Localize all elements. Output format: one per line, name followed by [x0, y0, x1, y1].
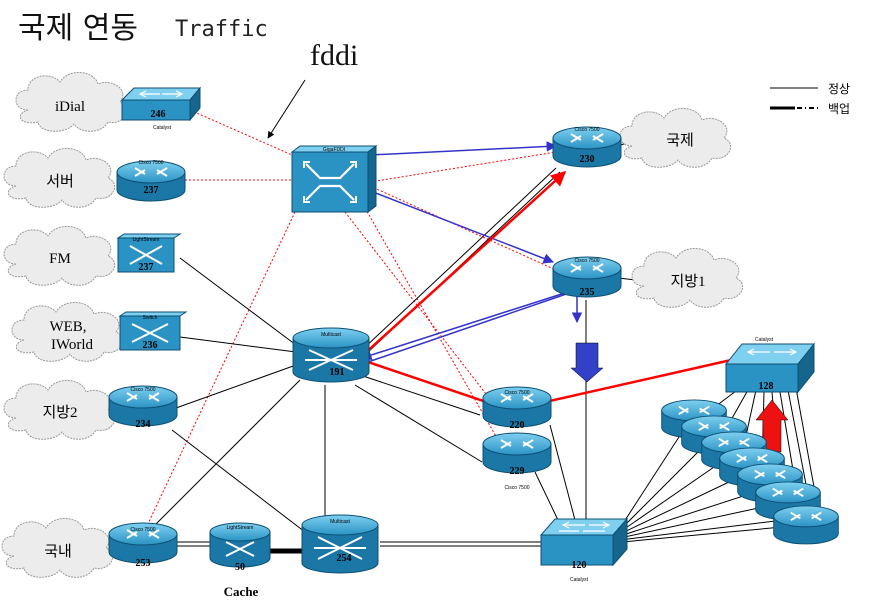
cloud-jibang2-label: 지방2 — [42, 404, 77, 421]
device-237-switch-label: 237 — [139, 262, 154, 273]
device-128-label: 128 — [759, 381, 774, 392]
blue-down-arrow — [570, 342, 604, 383]
device-237-router[interactable]: 237 Cisco 7500 — [116, 160, 186, 202]
legend-backup-label: 백업 — [828, 102, 850, 116]
device-236-tag: Switch — [143, 315, 158, 321]
device-234-label: 234 — [136, 419, 151, 430]
device-254-tag: Multicast — [330, 519, 350, 525]
fddi-switch[interactable]: GigaFDDI — [290, 145, 378, 213]
device-191-tag: Multicast — [321, 332, 341, 338]
device-50-tag: LightStream — [227, 525, 254, 531]
fddi-label: fddi — [310, 39, 358, 72]
device-253-tag: Cisco 7500 — [130, 527, 155, 533]
fddi-pointer-arrow — [267, 79, 306, 139]
device-254-label: 254 — [337, 553, 352, 564]
legend: 정상 백업 — [770, 82, 850, 116]
cloud-fm-label: FM — [49, 251, 71, 267]
device-246-label: 246 — [151, 109, 166, 120]
device-128-tag: Catalyst — [755, 337, 774, 343]
device-229[interactable]: 229 Cisco 7500 — [482, 432, 552, 491]
title-english: Traffic — [175, 17, 268, 42]
device-235-tag: Cisco 7500 — [574, 258, 599, 264]
device-50-cache[interactable]: 50 LightStream — [209, 522, 271, 573]
cloud-idial-label: iDial — [55, 99, 85, 115]
title-korean: 국제 연동 — [18, 11, 138, 46]
device-230-label: 230 — [580, 154, 595, 165]
device-220[interactable]: 220 Cisco 7500 — [482, 386, 552, 431]
device-128[interactable]: 128 Catalyst — [724, 337, 816, 394]
router-cluster[interactable] — [660, 399, 840, 545]
device-120-label: 120 — [572, 560, 587, 571]
device-253[interactable]: 253 Cisco 7500 — [108, 522, 178, 569]
device-254[interactable]: 254 Multicast — [301, 514, 379, 574]
device-230[interactable]: 230 Cisco 7500 — [552, 126, 622, 168]
cloud-iworld-label: IWorld — [51, 337, 94, 353]
device-236-label: 236 — [143, 340, 158, 351]
device-234[interactable]: 234 Cisco 7500 — [108, 385, 178, 430]
cloud-jibang1-label: 지방1 — [670, 273, 705, 290]
fddi-switch-tag: GigaFDDI — [323, 147, 345, 153]
device-191-label: 191 — [330, 367, 345, 378]
device-220-tag: Cisco 7500 — [504, 390, 529, 396]
device-253-label: 253 — [136, 558, 151, 569]
device-120[interactable]: 120 Catalyst — [539, 517, 629, 583]
device-234-tag: Cisco 7500 — [130, 387, 155, 393]
cloud-domestic-label: 국내 — [44, 543, 72, 560]
legend-normal-label: 정상 — [828, 82, 850, 96]
device-237-switch[interactable]: 237 LightStream — [116, 233, 182, 273]
links — [144, 109, 821, 554]
device-236[interactable]: 236 Switch — [118, 311, 188, 351]
device-50-label: 50 — [235, 562, 245, 573]
device-237-router-tag: Cisco 7500 — [138, 160, 163, 166]
device-246[interactable]: 246 Catalyst — [120, 86, 202, 131]
device-220-label: 220 — [510, 420, 525, 431]
device-229-tag: Cisco 7500 — [504, 485, 529, 491]
cache-label: Cache — [224, 584, 259, 599]
device-246-tag: Catalyst — [153, 125, 172, 131]
device-237-router-label: 237 — [144, 185, 159, 196]
device-191[interactable]: 191 Multicast — [292, 327, 370, 383]
device-120-tag: Catalyst — [570, 577, 589, 583]
device-235-label: 235 — [580, 287, 595, 298]
cloud-web-label: WEB, — [49, 319, 86, 335]
device-229-label: 229 — [510, 466, 525, 477]
cluster-router[interactable] — [772, 505, 840, 545]
cloud-server-label: 서버 — [46, 173, 74, 190]
device-237-switch-tag: LightStream — [133, 237, 160, 243]
device-230-tag: Cisco 7500 — [574, 127, 599, 133]
device-235[interactable]: 235 Cisco 7500 — [552, 256, 622, 298]
cloud-international-label: 국제 — [666, 132, 694, 149]
